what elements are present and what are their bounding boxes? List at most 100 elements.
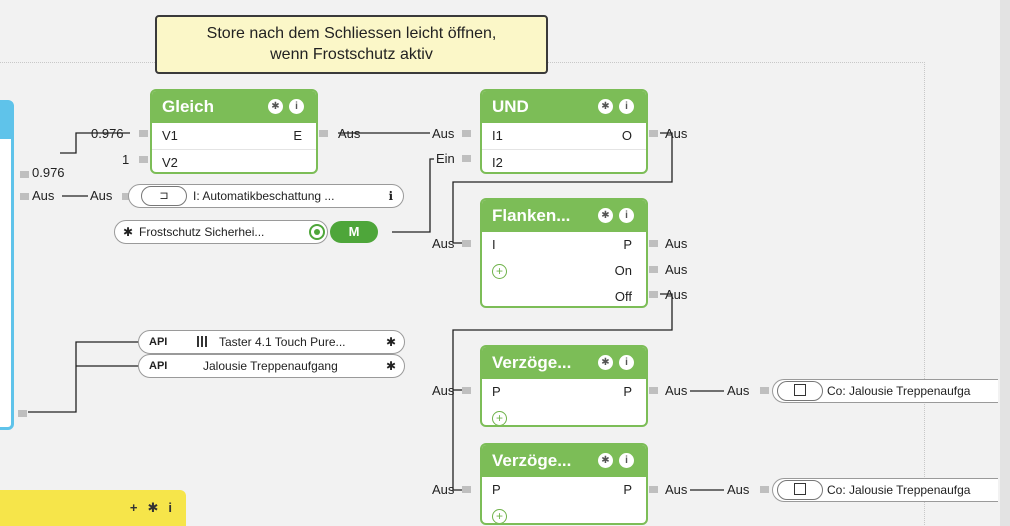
info-icon[interactable]: i xyxy=(289,99,304,114)
gear-icon[interactable]: ✱ xyxy=(598,355,613,370)
flanken-output-p[interactable]: P xyxy=(623,237,632,252)
port[interactable] xyxy=(649,266,658,273)
verz1-output-p[interactable]: P xyxy=(623,384,632,399)
api-jalousie-label: Jalousie Treppenaufgang xyxy=(203,359,338,373)
scrollbar[interactable] xyxy=(1000,0,1010,526)
und-input-i2[interactable]: I2 xyxy=(492,155,503,170)
info-icon[interactable]: i xyxy=(619,355,634,370)
port[interactable] xyxy=(319,130,328,137)
flanken-on-label: Aus xyxy=(665,262,688,277)
info-icon[interactable]: ℹ xyxy=(388,189,393,203)
flanken-input-label: Aus xyxy=(432,236,455,251)
flanken-input-i[interactable]: I xyxy=(492,237,496,252)
verz2-title: Verzöge... xyxy=(492,451,572,470)
gear-icon[interactable]: ✱ xyxy=(385,359,396,373)
left-source-node[interactable] xyxy=(0,100,14,430)
port[interactable] xyxy=(139,130,148,137)
flanken-output-off[interactable]: Off xyxy=(614,289,632,304)
gleich-input-v2[interactable]: V2 xyxy=(162,155,178,170)
api-taster-label: Taster 4.1 Touch Pure... xyxy=(219,335,346,349)
comment-line-2: wenn Frostschutz aktiv xyxy=(270,46,433,63)
automatik-input-pill[interactable]: ⊐ I: Automatikbeschattung ... ℹ xyxy=(128,184,404,208)
api-pill-taster[interactable]: API Taster 4.1 Touch Pure... ✱ xyxy=(138,330,405,354)
gear-icon[interactable]: ✱ xyxy=(598,453,613,468)
flanken-output-on[interactable]: On xyxy=(614,263,632,278)
port[interactable] xyxy=(20,193,29,200)
gear-icon[interactable]: ✱ xyxy=(385,335,396,349)
automatik-label: I: Automatikbeschattung ... xyxy=(193,189,335,203)
info-icon[interactable]: i xyxy=(619,99,634,114)
output-2-label: Co: Jalousie Treppenaufga xyxy=(827,483,971,497)
grid-icon xyxy=(197,336,208,347)
port[interactable] xyxy=(462,387,471,394)
output-1-label: Co: Jalousie Treppenaufga xyxy=(827,384,971,398)
port[interactable] xyxy=(462,130,471,137)
info-icon[interactable]: i xyxy=(619,208,634,223)
gleich-output-label: Aus xyxy=(338,126,361,141)
aus-input-label: Aus xyxy=(90,188,113,203)
port[interactable] xyxy=(649,130,658,137)
comment-note[interactable]: Store nach dem Schliessen leicht öffnen,… xyxy=(155,15,548,74)
port[interactable] xyxy=(20,171,29,178)
port[interactable] xyxy=(139,156,148,163)
gleich-title: Gleich xyxy=(162,97,214,116)
api-tag: API xyxy=(149,336,168,348)
verzoegerung-block-2[interactable]: Verzöge... ✱ i P P + xyxy=(480,443,648,525)
und-input1-label: Aus xyxy=(432,126,455,141)
output-pill-2[interactable]: Co: Jalousie Treppenaufga xyxy=(772,478,998,502)
und-input-i1[interactable]: I1 xyxy=(492,128,503,143)
info-icon[interactable]: i xyxy=(168,500,172,515)
gleich-output-e[interactable]: E xyxy=(293,128,302,143)
verzoegerung-block-1[interactable]: Verzöge... ✱ i P P + xyxy=(480,345,648,427)
button-icon xyxy=(777,480,823,500)
gleich-block[interactable]: Gleich ✱ i V1 E V2 xyxy=(150,89,318,174)
und-output-o[interactable]: O xyxy=(621,128,632,143)
radio-indicator-icon[interactable] xyxy=(309,224,325,240)
port[interactable] xyxy=(122,193,131,200)
yellow-node[interactable]: + ✱ i xyxy=(0,490,186,526)
gear-icon[interactable]: ✱ xyxy=(147,500,159,515)
verz2-output-label: Aus xyxy=(665,482,688,497)
verz2-input-label: Aus xyxy=(432,482,455,497)
plus-icon[interactable]: + xyxy=(492,411,507,425)
gear-icon[interactable]: ✱ xyxy=(598,208,613,223)
gear-icon: ✱ xyxy=(123,225,134,239)
left-node-header xyxy=(0,103,11,139)
und-output-label: Aus xyxy=(665,126,688,141)
port[interactable] xyxy=(649,291,658,298)
und-header[interactable]: UND ✱ i xyxy=(482,91,646,123)
mode-toggle[interactable]: M xyxy=(330,221,378,243)
frost-input-pill[interactable]: ✱ Frostschutz Sicherhei... xyxy=(114,220,328,244)
verz1-input-p[interactable]: P xyxy=(492,384,501,399)
plus-icon[interactable]: + xyxy=(492,264,507,279)
port[interactable] xyxy=(760,486,769,493)
port[interactable] xyxy=(649,387,658,394)
info-icon[interactable]: i xyxy=(619,453,634,468)
port[interactable] xyxy=(462,240,471,247)
port[interactable] xyxy=(649,486,658,493)
button-icon xyxy=(777,381,823,401)
gear-icon[interactable]: ✱ xyxy=(268,99,283,114)
api-pill-jalousie[interactable]: API Jalousie Treppenaufgang ✱ xyxy=(138,354,405,378)
port[interactable] xyxy=(760,387,769,394)
verz1-output-label: Aus xyxy=(665,383,688,398)
port[interactable] xyxy=(18,410,27,417)
gleich-input-v1[interactable]: V1 xyxy=(162,128,178,143)
port[interactable] xyxy=(462,486,471,493)
port[interactable] xyxy=(462,155,471,162)
plus-icon[interactable]: + xyxy=(492,509,507,523)
flanken-header[interactable]: Flanken... ✱ i xyxy=(482,200,646,232)
und-block[interactable]: UND ✱ i I1 O I2 xyxy=(480,89,648,174)
output-pill-1[interactable]: Co: Jalousie Treppenaufga xyxy=(772,379,998,403)
verz2-input-p[interactable]: P xyxy=(492,482,501,497)
verz1-title: Verzöge... xyxy=(492,353,572,372)
plus-icon[interactable]: + xyxy=(129,500,138,515)
verz2-output-p[interactable]: P xyxy=(623,482,632,497)
verz2-header[interactable]: Verzöge... ✱ i xyxy=(482,445,646,477)
flanken-block[interactable]: Flanken... ✱ i I P + On Off xyxy=(480,198,648,308)
gear-icon[interactable]: ✱ xyxy=(598,99,613,114)
port[interactable] xyxy=(649,240,658,247)
verz1-header[interactable]: Verzöge... ✱ i xyxy=(482,347,646,379)
gleich-header[interactable]: Gleich ✱ i xyxy=(152,91,316,123)
